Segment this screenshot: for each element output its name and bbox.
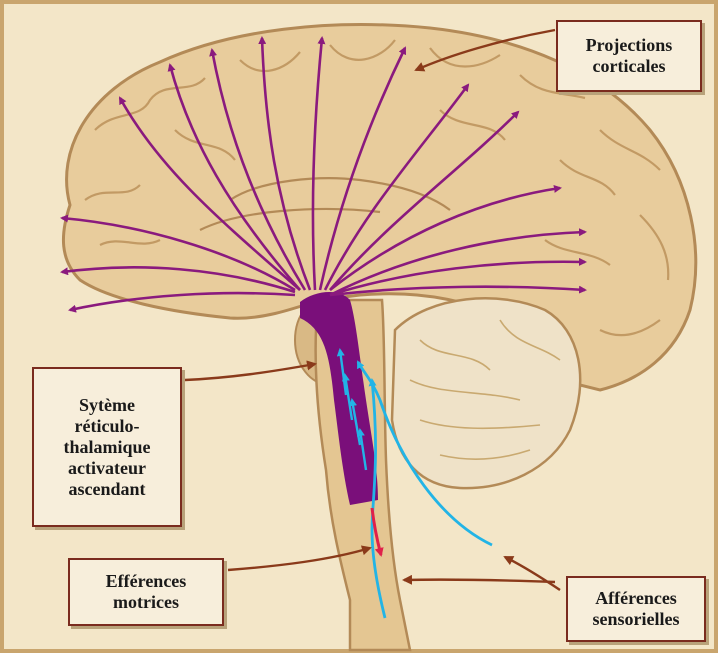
label-line: corticales (593, 56, 666, 77)
label-line: ascendant (68, 479, 145, 500)
label-line: Afférences (595, 588, 677, 609)
label-line: Sytème (79, 395, 135, 416)
label-efferences-motrices: Efférences motrices (68, 558, 224, 626)
label-line: motrices (113, 592, 179, 613)
label-line: Efférences (106, 571, 187, 592)
label-line: thalamique (63, 437, 150, 458)
label-systeme-reticulo-thalamique: Sytème réticulo- thalamique activateur a… (32, 367, 182, 527)
label-projections-corticales: Projections corticales (556, 20, 702, 92)
label-afferences-sensorielles: Afférences sensorielles (566, 576, 706, 642)
label-line: sensorielles (593, 609, 680, 630)
label-line: activateur (68, 458, 146, 479)
label-line: Projections (586, 35, 673, 56)
label-line: réticulo- (75, 416, 140, 437)
